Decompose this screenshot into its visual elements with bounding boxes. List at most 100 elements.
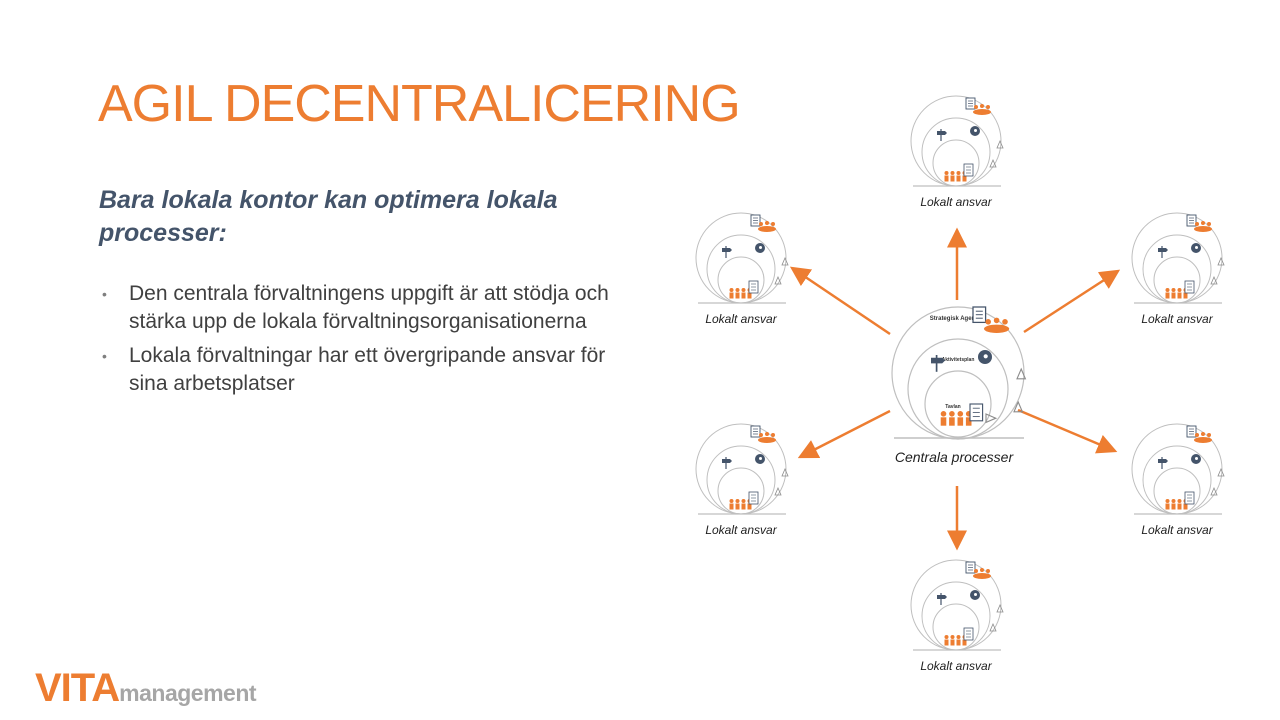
team-meeting-icon [1194,432,1212,443]
head-gear-icon [755,243,765,253]
inner-circle [1153,256,1201,304]
board-icon [963,163,974,177]
signpost-icon [1158,246,1168,258]
head-gear-icon [970,126,980,136]
bullet-list: • Den centrala förvaltningens uppgift är … [100,280,620,404]
layer-label-aktivitetsplan: Aktivitetsplan [942,357,975,363]
signpost-icon [722,457,732,469]
milestone-icon [996,139,1004,149]
milestone-icon [996,603,1004,613]
flag-icon [985,413,998,424]
local-label: Lokalt ansvar [920,659,992,673]
board-icon [748,280,759,294]
vita-management-logo: VITAmanagement [35,666,257,710]
milestone-icon [989,158,997,168]
document-icon [1186,425,1197,438]
arrow-down-right [1017,408,1118,454]
team-meeting-icon [984,317,1010,333]
arrows [789,227,1121,551]
layer-label-tavlan: Tavlan [945,404,960,410]
signpost-icon [722,246,732,258]
signpost-icon [937,129,947,141]
people-icon [1165,288,1188,299]
local-label: Lokalt ansvar [1141,312,1213,326]
people-icon [1165,499,1188,510]
team-meeting-icon [1194,221,1212,232]
people-icon [729,499,752,510]
middle-circle [706,445,776,515]
logo-brand: VITA [35,666,120,710]
slide-title: AGIL DECENTRALICERING [98,75,741,133]
bullet-item: •Lokala förvaltningar har ett övergripan… [100,342,620,398]
middle-circle [921,581,991,651]
signpost-icon [937,593,947,605]
milestone-icon [989,622,997,632]
milestone-icon [1013,400,1024,413]
inner-circle [924,370,992,438]
board-icon [1184,280,1195,294]
outer-circle [1131,423,1223,515]
local-unit-lower-right: Lokalt ansvar [1131,423,1225,537]
layer-label-agenda: Strategisk Agenda [930,316,983,322]
outer-circle [695,212,787,304]
document-icon [972,306,987,324]
outer-circle [695,423,787,515]
middle-circle [1142,234,1212,304]
outer-circle [910,95,1002,187]
milestone-icon [1217,256,1225,266]
document-icon [965,561,976,574]
arrow-up-left [789,266,891,336]
people-icon [940,411,972,426]
subtitle: Bara lokala kontor kan optimera lokala p… [99,186,558,247]
inner-circle [932,139,980,187]
board-icon [1184,491,1195,505]
local-label: Lokalt ansvar [705,312,777,326]
inner-circle [717,256,765,304]
central-unit: Strategisk Agenda Aktivitetsplan Tavlan [891,306,1027,465]
milestone-icon [774,486,782,496]
head-gear-icon [1191,454,1201,464]
local-unit-upper-right: Lokalt ansvar [1131,212,1225,326]
central-label: Centrala processer [895,449,1015,465]
bullet-item: • Den centrala förvaltningens uppgift är … [100,280,620,336]
signpost-icon [1158,457,1168,469]
local-unit-upper-left: Lokalt ansvar [695,212,789,326]
logo-suffix: management [119,680,257,706]
outer-circle [910,559,1002,651]
inner-circle [1153,467,1201,515]
team-meeting-icon [973,568,991,579]
document-icon [965,97,976,110]
document-icon [750,214,761,227]
bullet-dot: • [102,286,107,302]
local-unit-bottom: Lokalt ansvar [910,559,1004,673]
arrow-up-right [1023,269,1121,334]
middle-circle [907,338,1009,440]
middle-circle [1142,445,1212,515]
local-label: Lokalt ansvar [920,195,992,209]
milestone-icon [1016,367,1027,380]
document-icon [1186,214,1197,227]
arrow-down-left [797,409,891,459]
milestone-icon [1210,275,1218,285]
board-icon [748,491,759,505]
local-label: Lokalt ansvar [1141,523,1213,537]
signpost-icon [931,355,945,372]
middle-circle [706,234,776,304]
head-gear-icon [978,350,992,364]
board-icon [963,627,974,641]
head-gear-icon [755,454,765,464]
head-gear-icon [970,590,980,600]
outer-circle [1131,212,1223,304]
bullet-dot: • [102,348,107,364]
people-icon [944,635,967,646]
milestone-icon [781,467,789,477]
inner-circle [932,603,980,651]
local-unit-lower-left: Lokalt ansvar [695,423,789,537]
board-icon [969,403,984,422]
document-icon [750,425,761,438]
bullet-text: Den centrala förvaltningens uppgift är a… [129,282,609,333]
team-meeting-icon [973,104,991,115]
team-meeting-icon [758,221,776,232]
people-icon [729,288,752,299]
head-gear-icon [1191,243,1201,253]
